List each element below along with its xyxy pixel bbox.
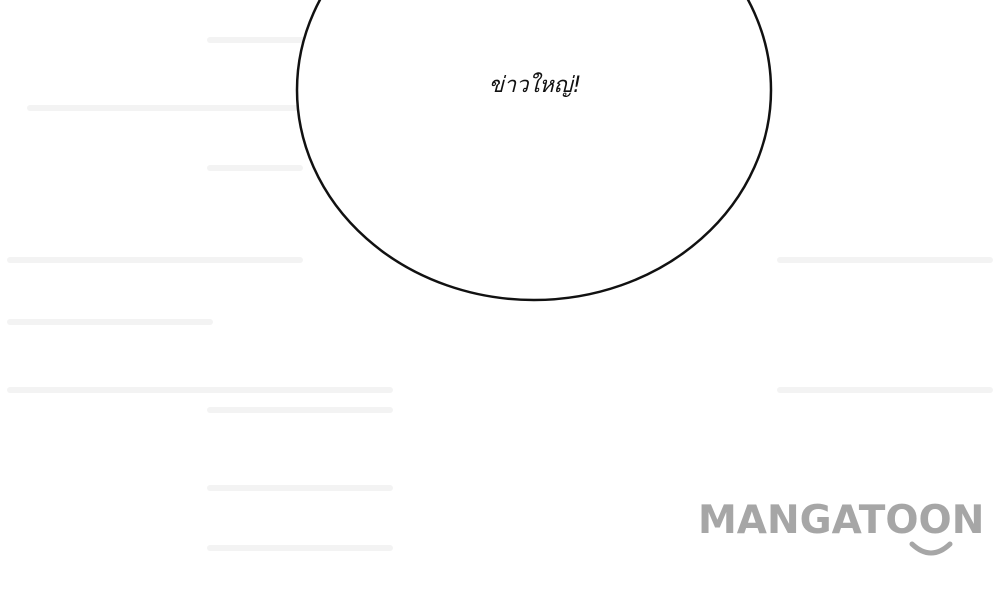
speech-bubble-outline xyxy=(295,0,773,302)
mangatoon-watermark: MANGATOON xyxy=(698,498,1000,568)
smile-logo-icon xyxy=(909,541,953,556)
speech-bubble-text: ข่าวใหญ่! xyxy=(488,73,582,98)
watermark-logo-text: MANGATOON xyxy=(698,498,985,543)
